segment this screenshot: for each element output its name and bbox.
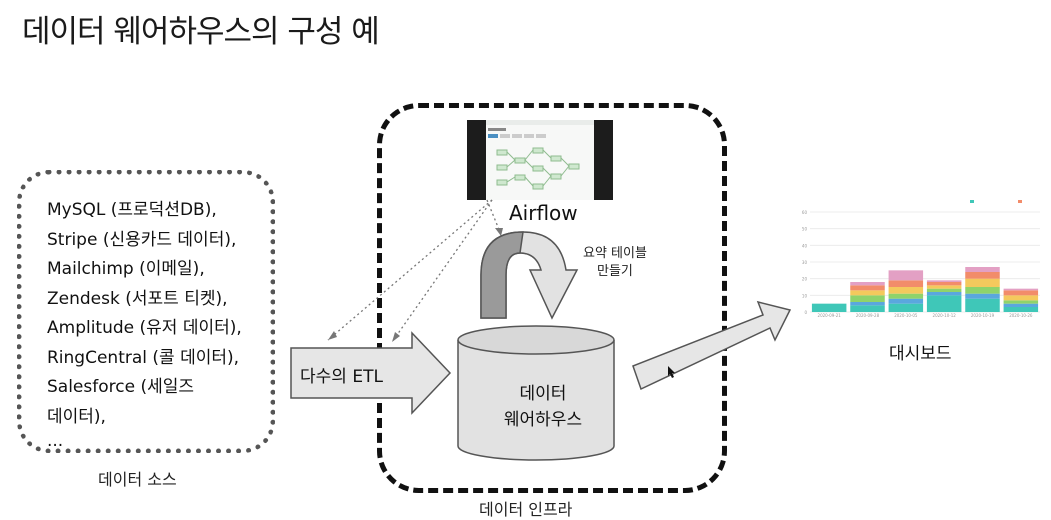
chart-bar-segment (850, 302, 885, 306)
chart-bar-segment (888, 298, 924, 304)
chart-bar-segment (1003, 290, 1039, 296)
summary-loop-arrow-shade (480, 231, 524, 319)
chart-bar-segment (811, 303, 847, 312)
chart-bar-segment (1003, 303, 1039, 307)
chart-bar-segment (850, 285, 885, 291)
y-tick-label: 30 (802, 260, 808, 265)
chart-bar-segment (850, 305, 885, 312)
chart-bar-segment (850, 282, 885, 286)
chart-bar-segment (965, 287, 1000, 294)
y-tick-label: 60 (802, 210, 808, 215)
chart-bar-segment (850, 290, 885, 296)
chart-bar-segment (1003, 300, 1039, 304)
chart-bar-segment (926, 285, 962, 289)
connector-arrowhead (328, 331, 337, 340)
chart-bar-segment (888, 303, 924, 312)
connector-arrowhead (392, 332, 400, 342)
summary-table-label: 요약 테이블 만들기 (583, 245, 647, 281)
data-infra-box (377, 103, 727, 493)
data-source-box (17, 170, 275, 453)
source-item: Stripe (신용카드 데이터), (47, 229, 237, 250)
airflow-screenshot-image (486, 120, 594, 200)
chart-bar-segment (888, 280, 924, 287)
dw-label-line: 웨어하우스 (503, 410, 583, 430)
y-tick-label: 40 (802, 243, 808, 248)
etl-label: 다수의 ETL (300, 367, 383, 387)
source-item: MySQL (프로덕션DB), (47, 200, 217, 220)
x-tick-label: 2020-10-26 (1009, 313, 1033, 318)
dashboard-arrow (632, 300, 792, 391)
chart-bar-segment (1003, 288, 1039, 291)
source-item: Salesforce (세일즈 (47, 377, 195, 397)
airflow-label: Airflow (509, 201, 578, 225)
chart-bar-segment (926, 288, 962, 292)
airflow-connector-line (327, 199, 493, 341)
chart-bar-segment (926, 280, 962, 282)
x-tick-label: 2020-09-21 (818, 313, 842, 318)
x-tick-label: 2020-10-12 (933, 313, 957, 318)
dashboard-label: 대시보드 (889, 344, 952, 364)
x-tick-label: 2020-10-05 (894, 313, 918, 318)
chart-bar-segment (926, 295, 962, 312)
warehouse-cylinder-top (457, 325, 615, 355)
source-item: 데이터), (47, 406, 106, 427)
etl-arrow (290, 331, 452, 415)
warehouse-cylinder-body (457, 340, 615, 461)
x-tick-label: 2020-10-19 (971, 313, 995, 318)
source-item: Amplitude (유저 데이터), (47, 318, 242, 338)
chart-bar-segment (926, 282, 962, 286)
y-tick-label: 10 (802, 293, 808, 298)
airflow-connector-line (486, 199, 501, 233)
y-tick-label: 20 (802, 277, 808, 282)
x-tick-label: 2020-09-28 (856, 313, 880, 318)
summary-label-line: 만들기 (597, 264, 633, 279)
connector-arrowhead (495, 228, 503, 236)
airflow-connector-line (391, 199, 493, 343)
airflow-screenshot (467, 120, 613, 200)
chart-bar-segment (965, 267, 1000, 272)
chart-bar-segment (850, 295, 885, 302)
dw-label-line: 데이터 (519, 384, 567, 404)
chart-bar-segment (965, 278, 1000, 287)
source-item: RingCentral (콜 데이터), (47, 347, 240, 368)
data-warehouse-label: 데이터 웨어하우스 (498, 381, 588, 433)
mouse-cursor-icon (668, 366, 675, 378)
chart-bar-segment (965, 298, 1000, 312)
summary-label-line: 요약 테이블 (583, 246, 647, 261)
data-source-caption: 데이터 소스 (98, 470, 177, 489)
chart-bar-segment (926, 292, 962, 296)
y-tick-label: 50 (802, 227, 808, 232)
source-item: ... (47, 431, 64, 451)
chart-bar-segment (965, 272, 1000, 279)
chart-bar-segment (888, 287, 924, 294)
data-source-list: MySQL (프로덕션DB), Stripe (신용카드 데이터), Mailc… (47, 196, 242, 450)
chart-bar-segment (965, 293, 1000, 299)
chart-bar-segment (888, 293, 924, 299)
legend-swatch (1018, 200, 1022, 203)
source-item: Mailchimp (이메일), (47, 259, 205, 279)
y-tick-label: 0 (804, 310, 807, 315)
chart-bar-segment (1003, 295, 1039, 301)
page-title: 데이터 웨어하우스의 구성 예 (22, 14, 380, 50)
source-item: Zendesk (서포트 티켓), (47, 288, 228, 309)
legend-swatch (970, 200, 974, 203)
chart-bar-segment (888, 270, 924, 281)
data-infra-caption: 데이터 인프라 (479, 500, 573, 519)
chart-bar-segment (1003, 307, 1039, 312)
